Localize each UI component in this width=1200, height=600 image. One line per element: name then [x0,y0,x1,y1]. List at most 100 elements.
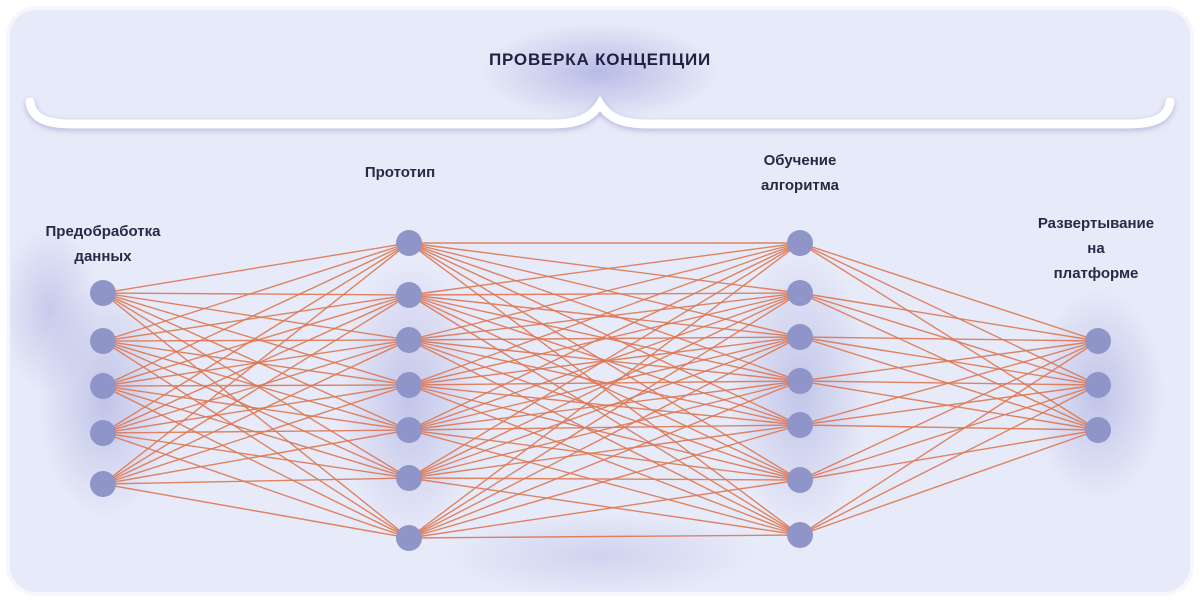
network-node-training-2 [787,280,813,306]
network-edge [102,385,410,431]
network-edge [408,292,801,479]
network-edge [408,477,801,536]
network-edge [408,534,801,539]
layer-label-prototype: Прототип [365,164,435,181]
network-node-prototype-1 [396,230,422,256]
network-edge [799,429,1099,481]
network-edge [408,336,801,479]
network-edge [799,242,1099,342]
network-edge [408,292,801,386]
network-edge [408,242,801,386]
network-edge [408,242,801,536]
network-edge [102,477,410,485]
network-edge [102,292,410,539]
network-node-deployment-2 [1085,372,1111,398]
network-edge [102,242,410,294]
network-edge [799,340,1099,481]
network-edge [799,336,1099,342]
network-node-prototype-4 [396,372,422,398]
network-edge [102,292,410,296]
network-edge [799,384,1099,536]
network-node-training-5 [787,412,813,438]
network-node-deployment-1 [1085,328,1111,354]
network-edge [102,242,410,342]
network-edge [408,479,801,539]
network-edge [408,424,801,479]
network-edge [408,339,801,481]
network-edge [408,477,801,481]
network-edge [408,242,801,431]
network-node-prototype-7 [396,525,422,551]
network-edge [799,424,1099,431]
network-edge [102,292,410,386]
network-edge [408,242,801,296]
network-edge [408,242,801,539]
network-edge [799,384,1099,481]
network-edge [102,483,410,539]
network-edge [408,242,801,294]
network-node-prototype-2 [396,282,422,308]
network-edge [799,242,1099,431]
network-edge [408,424,801,431]
network-node-preprocessing-4 [90,420,116,446]
network-edge [408,294,801,481]
network-edge [408,336,801,431]
network-node-training-7 [787,522,813,548]
network-edge [408,424,801,539]
network-edge [799,429,1099,536]
network-node-prototype-5 [396,417,422,443]
network-edge [799,340,1099,382]
network-edge [102,292,410,431]
network-edge [408,292,801,296]
network-edge [102,339,410,434]
network-edge [408,336,801,539]
network-edge [408,242,801,426]
network-node-preprocessing-2 [90,328,116,354]
network-node-prototype-3 [396,327,422,353]
network-edge [408,292,801,431]
network-edge [102,294,410,387]
network-edge [102,432,410,539]
network-edge [102,292,410,341]
network-edge [102,242,410,387]
network-edge [408,242,801,338]
network-edge [102,429,410,485]
network-node-deployment-3 [1085,417,1111,443]
network-edge [102,294,410,485]
network-node-preprocessing-3 [90,373,116,399]
network-edge [408,380,801,431]
network-nodes [90,230,1111,551]
network-edge [102,339,410,485]
network-edge [102,242,410,434]
network-edge [799,384,1099,426]
network-node-training-4 [787,368,813,394]
network-edge [102,385,410,539]
network-edge [102,294,410,342]
network-edge [102,384,410,434]
brace-decoration [25,95,1175,129]
network-edge [102,432,410,479]
network-node-preprocessing-5 [90,471,116,497]
network-edge [799,242,1099,386]
network-edge [408,242,801,382]
network-edge [408,384,801,481]
diagram-title: ПРОВЕРКА КОНЦЕПЦИИ [489,50,711,69]
network-edge [408,380,801,539]
network-edge [799,340,1099,426]
network-edge [102,429,410,434]
network-edge [408,429,801,536]
network-edge [408,242,801,479]
network-node-training-3 [787,324,813,350]
network-edge [102,384,410,387]
network-edge [102,384,410,485]
network-edge [799,292,1099,342]
network-node-prototype-6 [396,465,422,491]
network-edge [408,292,801,341]
network-node-training-6 [787,467,813,493]
network-node-training-1 [787,230,813,256]
